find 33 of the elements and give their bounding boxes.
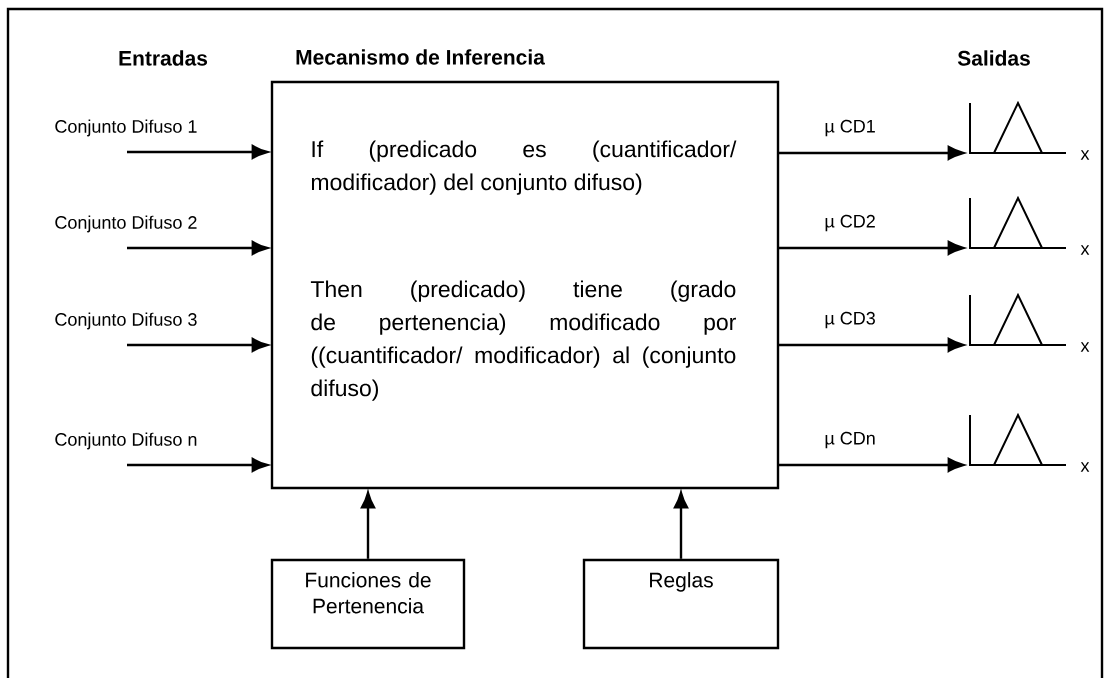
membership-function-drawing xyxy=(969,412,1067,466)
arrow xyxy=(127,144,269,160)
axis-label: x xyxy=(1080,245,1090,255)
membership-function-drawing xyxy=(969,292,1067,346)
column-heading: Entradas xyxy=(119,50,208,66)
membership-function-drawing xyxy=(969,195,1067,249)
edge-label: µ CDn xyxy=(822,429,878,451)
edge-label: µ CD1 xyxy=(822,117,878,139)
process-box: Reglas xyxy=(582,558,780,650)
arrow xyxy=(127,457,269,473)
edge-label: Conjunto Difuso 1 xyxy=(52,117,200,139)
edge-label: Conjunto Difuso 2 xyxy=(52,213,200,235)
arrow xyxy=(360,491,376,559)
edge-label: Conjunto Difuso 3 xyxy=(52,310,200,332)
column-heading: Salidas xyxy=(957,50,1030,66)
membership-function-drawing xyxy=(969,100,1067,154)
edge-label: Conjunto Difuso n xyxy=(52,430,200,452)
edge-label: µ CD3 xyxy=(822,309,878,331)
axis-label: x xyxy=(1080,342,1090,352)
arrow xyxy=(673,491,689,559)
rule-text: Then (predicado) tiene (grado de pertenencia) modificado por ((cuantificador/ modificador) al (conjunto difuso) xyxy=(310,280,736,401)
box-heading: Mecanismo de Inferencia xyxy=(296,49,545,65)
process-box: Funciones de Pertenencia xyxy=(270,558,466,650)
arrow xyxy=(778,145,965,161)
arrow xyxy=(127,240,269,256)
arrow xyxy=(778,240,965,256)
arrow xyxy=(778,457,965,473)
arrow xyxy=(778,337,965,353)
axis-label: x xyxy=(1080,462,1090,472)
axis-label: x xyxy=(1080,150,1090,160)
arrow xyxy=(127,337,269,353)
rule-text: If (predicado es (cuantificador/ modificador) del conjunto difuso) xyxy=(311,140,737,195)
edge-label: µ CD2 xyxy=(822,212,878,234)
